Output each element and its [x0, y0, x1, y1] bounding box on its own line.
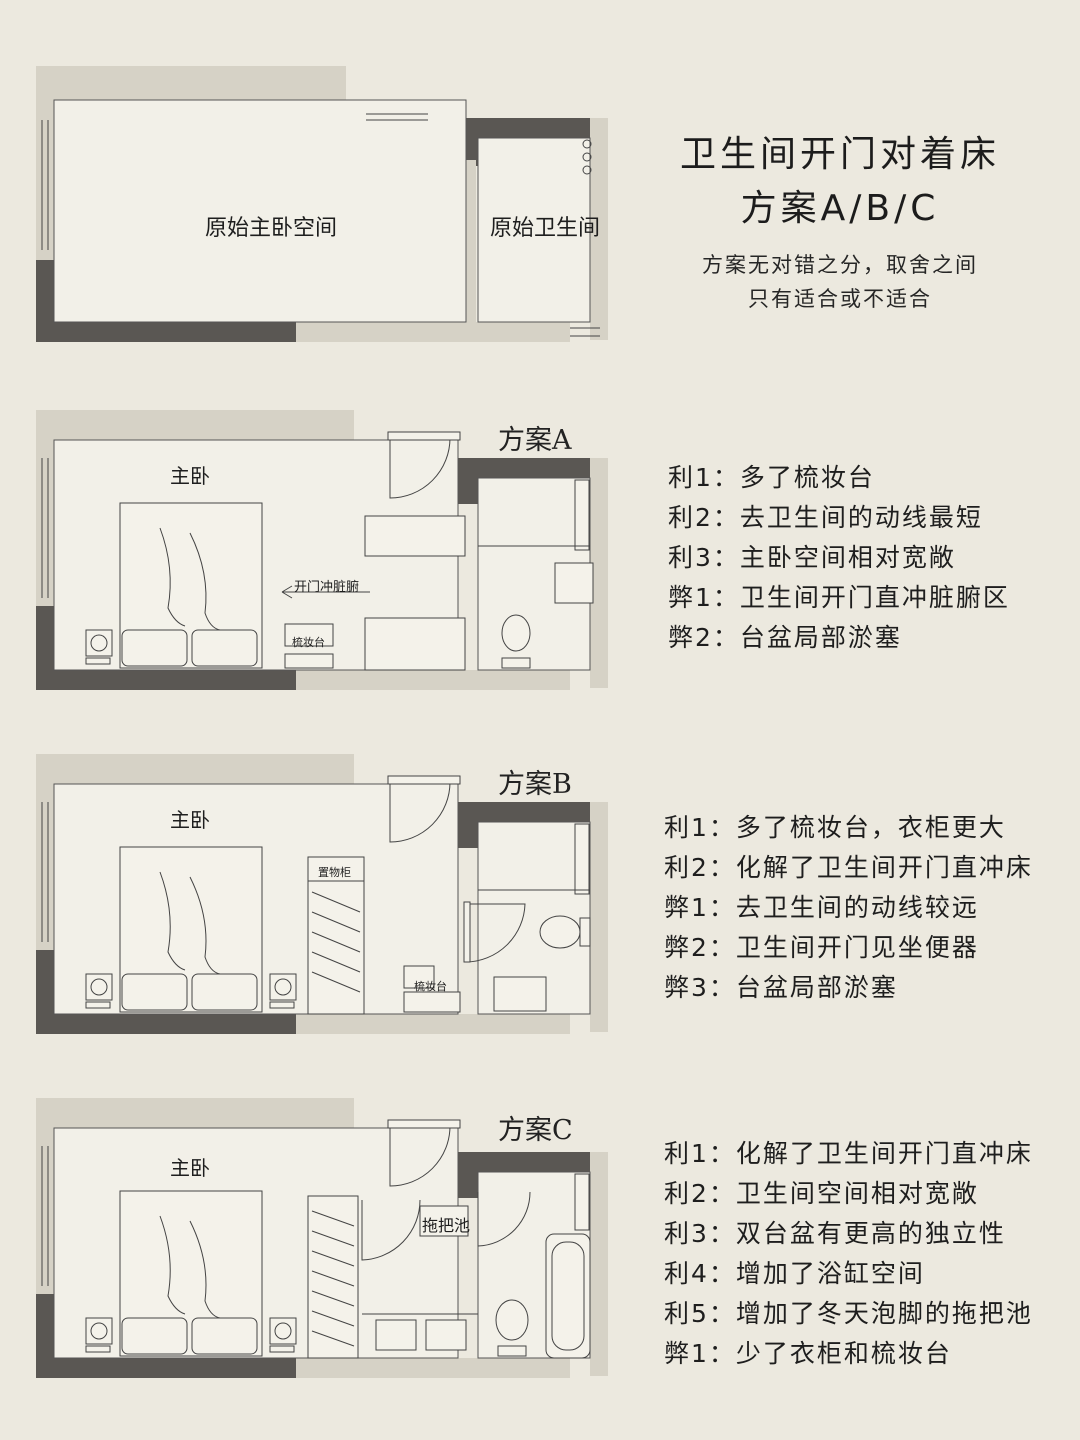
original-bedroom-label: 原始主卧空间 — [205, 216, 338, 241]
plan-c-title: 方案C — [498, 1115, 573, 1146]
plan-b-bedroom-label: 主卧 — [170, 808, 210, 832]
plan-b-floor-plan: 方案B — [0, 752, 640, 1037]
plan-b-point: 利1：多了梳妆台，衣柜更大 — [664, 813, 1006, 842]
plan-c-bedroom-label: 主卧 — [170, 1156, 210, 1180]
header: 卫生间开门对着床 方案A/B/C 方案无对错之分，取舍之间 只有适合或不适合 — [640, 128, 1040, 316]
plan-a-title: 方案A — [498, 425, 572, 456]
plan-c-point: 利4：增加了浴缸空间 — [664, 1259, 925, 1288]
plan-b-vanity-label: 梳妆台 — [414, 980, 447, 993]
plan-a-bedroom-label: 主卧 — [170, 464, 210, 488]
original-floor-plan: 原始主卧空间 原始卫生间 — [0, 60, 640, 360]
plan-a-point: 弊2：台盆局部淤塞 — [668, 623, 902, 652]
plan-a-point: 利1：多了梳妆台 — [668, 463, 875, 492]
plan-c-point: 利2：卫生间空间相对宽敞 — [664, 1179, 979, 1208]
plan-b-point: 利2：化解了卫生间开门直冲床 — [664, 853, 1033, 882]
plan-b-point: 弊2：卫生间开门见坐便器 — [664, 933, 979, 962]
plan-c-point: 弊1：少了衣柜和梳妆台 — [664, 1339, 952, 1368]
plan-c-point: 利1：化解了卫生间开门直冲床 — [664, 1139, 1033, 1168]
main-title-line2: 方案A/B/C — [740, 188, 940, 229]
plan-b-points: 利1：多了梳妆台，衣柜更大 利2：化解了卫生间开门直冲床 弊1：去卫生间的动线较… — [664, 808, 1033, 1008]
plan-a-point: 弊1：卫生间开门直冲脏腑区 — [668, 583, 1010, 612]
plan-c-points: 利1：化解了卫生间开门直冲床 利2：卫生间空间相对宽敞 利3：双台盆有更高的独立… — [664, 1134, 1033, 1374]
plan-b-point: 弊3：台盆局部淤塞 — [664, 973, 898, 1002]
plan-b-point: 弊1：去卫生间的动线较远 — [664, 893, 979, 922]
plan-a-arrow-label: 开门冲脏腑 — [294, 580, 360, 595]
plan-c-mop-label: 拖把池 — [422, 1216, 471, 1235]
original-bathroom-label: 原始卫生间 — [490, 216, 601, 241]
plan-a-floor-plan: 方案A — [0, 408, 640, 693]
plan-c-point: 利5：增加了冬天泡脚的拖把池 — [664, 1299, 1033, 1328]
plan-c-floor-plan: 方案C — [0, 1096, 640, 1386]
subtitle-line2: 只有适合或不适合 — [748, 287, 932, 311]
plan-a-vanity-label: 梳妆台 — [292, 636, 325, 649]
plan-a-points: 利1：多了梳妆台 利2：去卫生间的动线最短 利3：主卧空间相对宽敞 弊1：卫生间… — [668, 458, 1010, 658]
plan-a-point: 利2：去卫生间的动线最短 — [668, 503, 983, 532]
plan-b-title: 方案B — [498, 769, 572, 800]
plan-b-cabinet-label: 置物柜 — [318, 866, 351, 879]
main-title-line1: 卫生间开门对着床 — [679, 134, 1000, 175]
plan-c-point: 利3：双台盆有更高的独立性 — [664, 1219, 1006, 1248]
plan-a-point: 利3：主卧空间相对宽敞 — [668, 543, 956, 572]
subtitle-line1: 方案无对错之分，取舍之间 — [702, 253, 978, 277]
